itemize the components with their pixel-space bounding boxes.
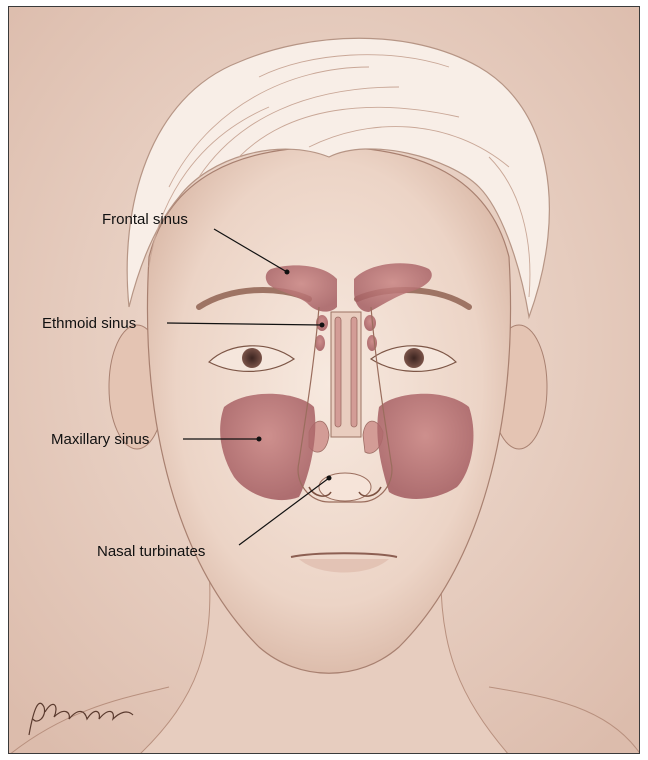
- label-frontal-sinus: Frontal sinus: [102, 211, 188, 228]
- label-maxillary-sinus: Maxillary sinus: [51, 431, 149, 448]
- iris-right: [404, 348, 424, 368]
- maxillary-sinus-right: [377, 394, 473, 499]
- label-ethmoid-sinus: Ethmoid sinus: [42, 315, 136, 332]
- iris-left: [242, 348, 262, 368]
- label-nasal-turbinates: Nasal turbinates: [97, 543, 205, 560]
- illustration-frame: Frontal sinus Ethmoid sinus Maxillary si…: [8, 6, 640, 754]
- sinus-illustration: Frontal sinus Ethmoid sinus Maxillary si…: [9, 7, 640, 754]
